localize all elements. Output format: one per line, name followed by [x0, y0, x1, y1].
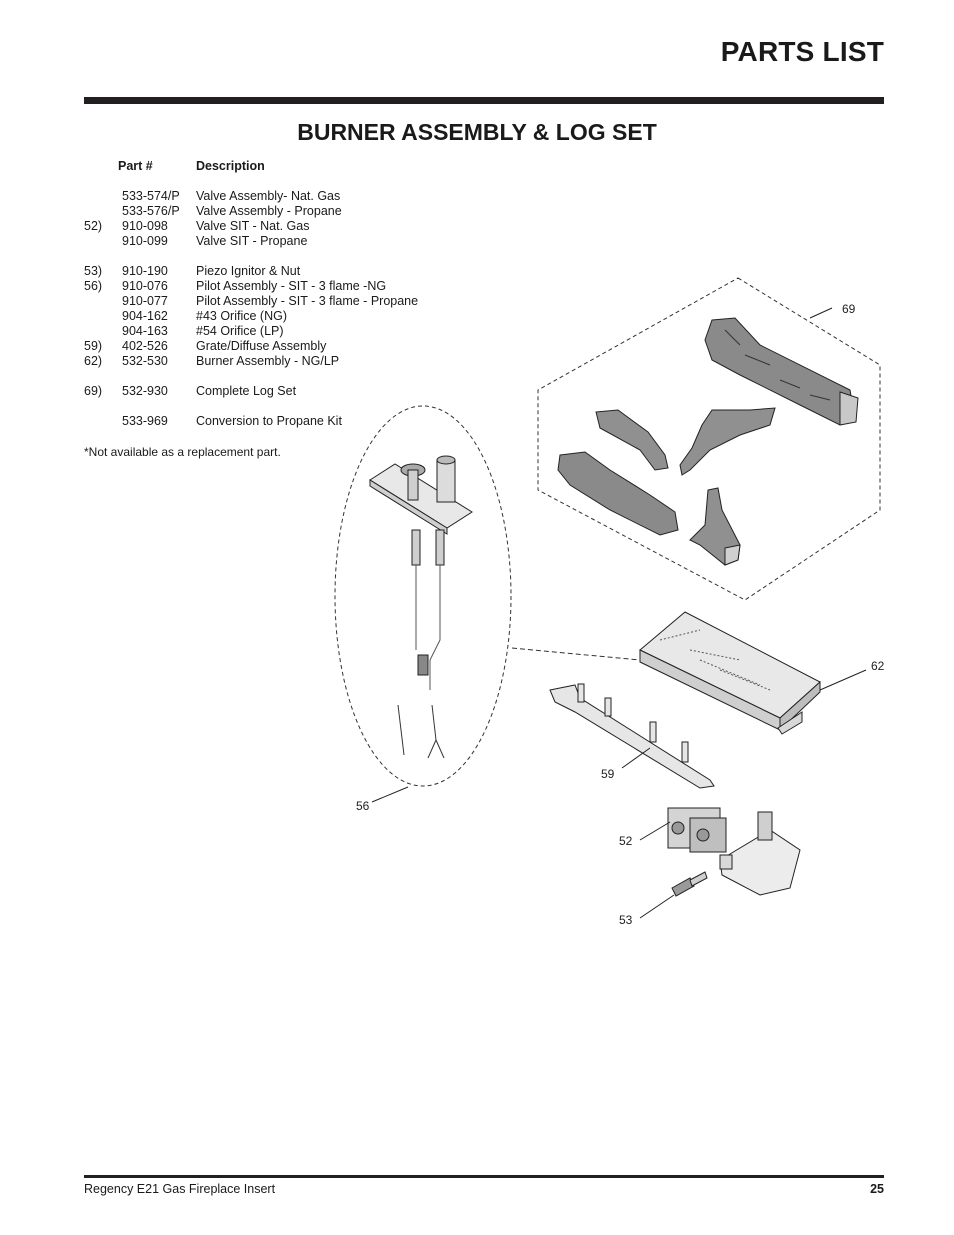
footer-title: Regency E21 Gas Fireplace Insert — [84, 1182, 276, 1196]
table-row: 62) 532-530 Burner Assembly - NG/LP — [84, 354, 418, 369]
small-log-left-illustration — [595, 409, 669, 471]
large-log-illustration — [704, 317, 859, 426]
header-rule — [84, 97, 884, 104]
col-part-header: Part # — [118, 159, 153, 173]
leader-56 — [371, 786, 409, 803]
part-cell: 910-098 — [122, 219, 168, 233]
log-set-outline — [537, 277, 881, 601]
callout-56: 56 — [356, 799, 370, 813]
col-desc-header: Description — [196, 159, 265, 173]
desc-cell: Burner Assembly - NG/LP — [196, 354, 340, 368]
callout-62: 62 — [871, 659, 885, 673]
valve-assembly-illustration — [667, 807, 801, 896]
part-cell: 532-930 — [122, 384, 168, 398]
table-row: 904-163 #54 Orifice (LP) — [84, 324, 418, 339]
piezo-ignitor-illustration — [671, 871, 708, 897]
pilot-connector-line — [511, 647, 641, 661]
section-title: BURNER ASSEMBLY & LOG SET — [297, 119, 657, 145]
table-row: 533-969 Conversion to Propane Kit — [84, 414, 418, 429]
desc-cell: Conversion to Propane Kit — [196, 414, 342, 428]
grate-assembly-illustration — [549, 683, 715, 789]
pilot-assembly-outline — [334, 405, 512, 787]
split-log-illustration — [689, 487, 741, 566]
table-row: 910-077 Pilot Assembly - SIT - 3 flame - … — [84, 294, 418, 309]
table-header: Part # Description — [84, 159, 418, 174]
part-cell: 533-576/P — [122, 204, 180, 218]
page-title: PARTS LIST — [720, 36, 884, 67]
ref-cell: 69) — [84, 384, 103, 398]
table-row: 533-574/P Valve Assembly- Nat. Gas — [84, 189, 418, 204]
callout-53: 53 — [619, 913, 633, 927]
part-cell: 904-163 — [122, 324, 168, 338]
ref-cell: 56) — [84, 279, 103, 293]
table-row: 69) 532-930 Complete Log Set — [84, 384, 418, 399]
desc-cell: Pilot Assembly - SIT - 3 flame - Propane — [196, 294, 419, 308]
ref-cell: 52) — [84, 219, 103, 233]
middle-log-illustration — [679, 407, 776, 476]
desc-cell: Pilot Assembly - SIT - 3 flame -NG — [196, 279, 387, 293]
leader-52 — [639, 821, 671, 841]
ref-cell: 62) — [84, 354, 103, 368]
callout-69: 69 — [842, 302, 856, 316]
table-row: 910-099 Valve SIT - Propane — [84, 234, 418, 249]
part-cell: 910-077 — [122, 294, 168, 308]
callout-59: 59 — [601, 767, 615, 781]
part-cell: 533-574/P — [122, 189, 180, 203]
desc-cell: Piezo Ignitor & Nut — [196, 264, 301, 278]
part-cell: 904-162 — [122, 309, 168, 323]
leader-62 — [819, 669, 867, 691]
ref-cell: 59) — [84, 339, 103, 353]
table-row: 59) 402-526 Grate/Diffuse Assembly — [84, 339, 418, 354]
pilot-assembly-illustration — [369, 455, 473, 759]
parts-table: Part # Description 533-574/P Valve Assemb… — [84, 159, 418, 429]
table-row: 52) 910-098 Valve SIT - Nat. Gas — [84, 219, 418, 234]
leader-69 — [809, 307, 833, 319]
part-cell: 910-099 — [122, 234, 168, 248]
footer-rule — [84, 1175, 884, 1178]
callout-52: 52 — [619, 834, 633, 848]
desc-cell: Valve Assembly - Propane — [196, 204, 342, 218]
desc-cell: Valve SIT - Nat. Gas — [196, 219, 310, 233]
part-cell: 910-076 — [122, 279, 168, 293]
part-cell: 533-969 — [122, 414, 168, 428]
desc-cell: #43 Orifice (NG) — [196, 309, 287, 323]
part-cell: 910-190 — [122, 264, 168, 278]
leader-53 — [639, 894, 675, 919]
page-number: 25 — [870, 1182, 884, 1196]
leader-59 — [621, 747, 651, 769]
table-row: 56) 910-076 Pilot Assembly - SIT - 3 flame… — [84, 279, 418, 294]
table-row: 904-162 #43 Orifice (NG) — [84, 309, 418, 324]
bottom-log-illustration — [557, 451, 679, 536]
desc-cell: Valve Assembly- Nat. Gas — [196, 189, 341, 203]
burner-assembly-illustration — [639, 611, 821, 735]
desc-cell: #54 Orifice (LP) — [196, 324, 284, 338]
desc-cell: Grate/Diffuse Assembly — [196, 339, 327, 353]
part-cell: 402-526 — [122, 339, 168, 353]
table-row: 53) 910-190 Piezo Ignitor & Nut — [84, 264, 418, 279]
desc-cell: Complete Log Set — [196, 384, 297, 398]
footnote: *Not available as a replacement part. — [84, 445, 281, 459]
table-row: 533-576/P Valve Assembly - Propane — [84, 204, 418, 219]
ref-cell: 53) — [84, 264, 103, 278]
part-cell: 532-530 — [122, 354, 168, 368]
desc-cell: Valve SIT - Propane — [196, 234, 308, 248]
